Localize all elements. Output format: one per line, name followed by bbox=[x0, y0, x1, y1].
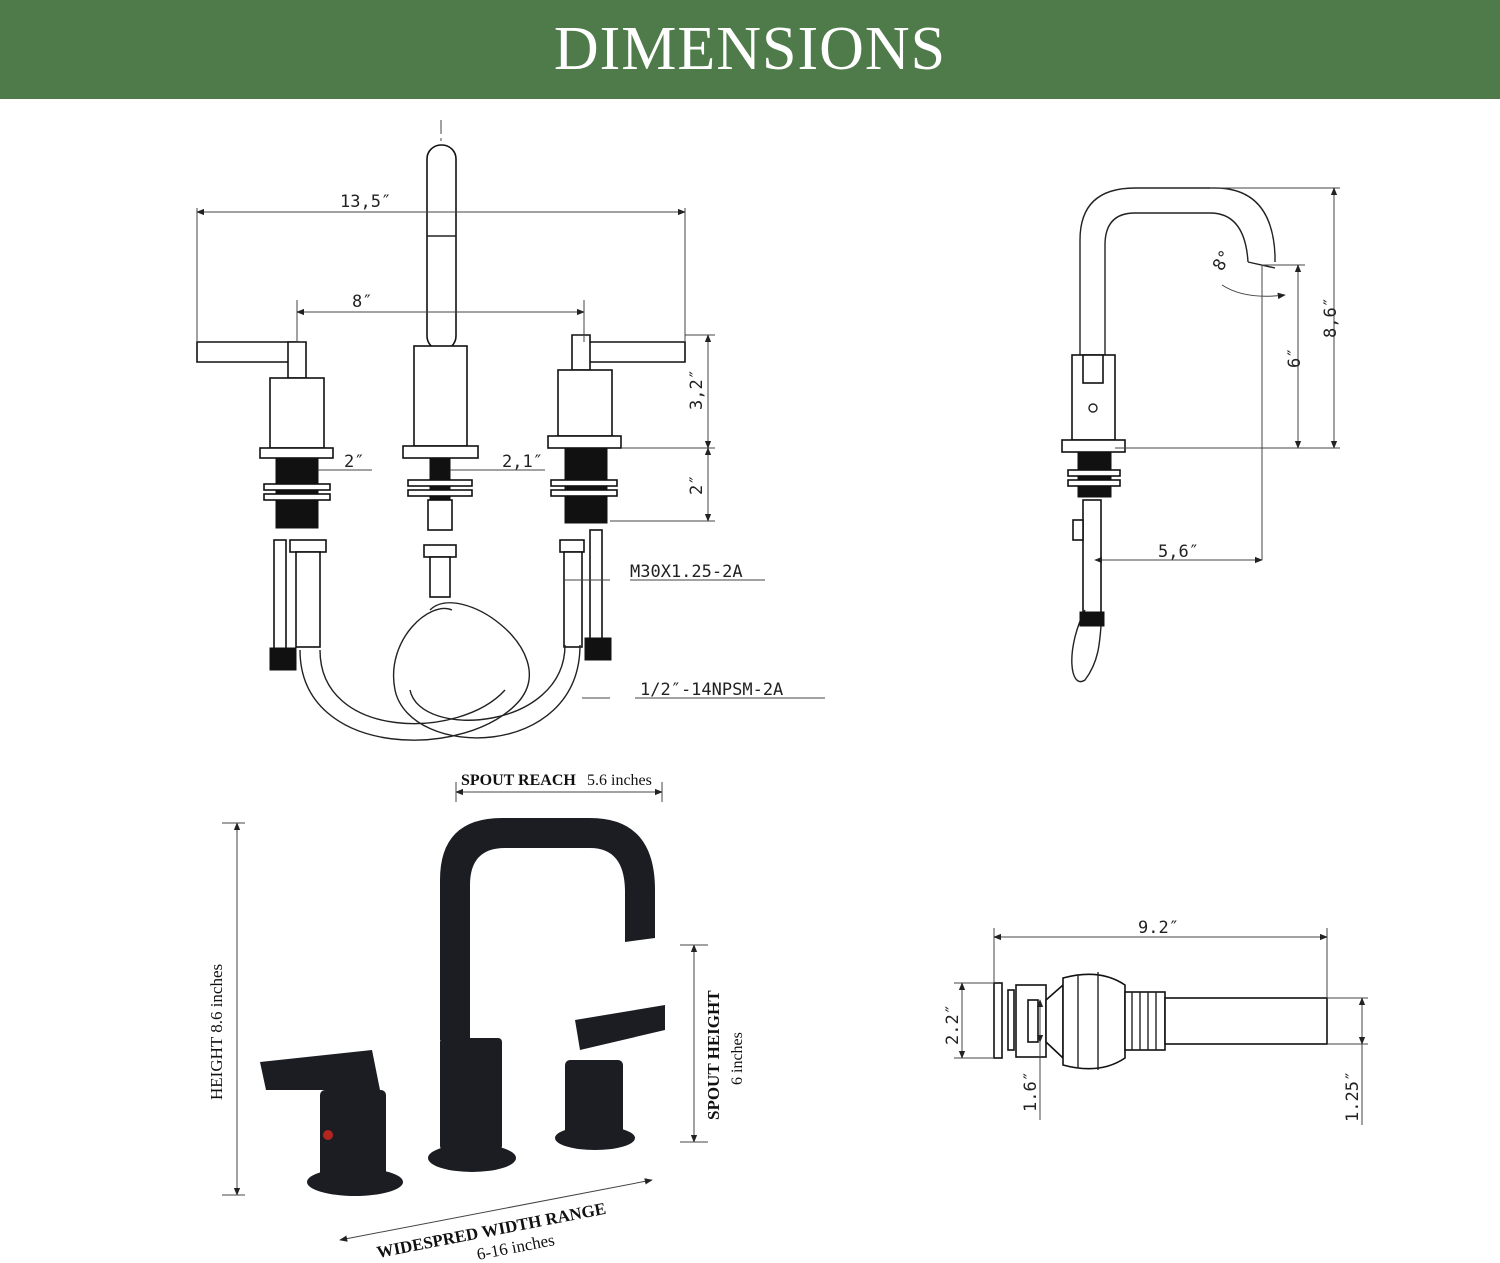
drain-thread-label: 1.25″ bbox=[1343, 1071, 1363, 1122]
side-view-drawing: 8,6″ 6″ 8° 5,6″ bbox=[1061, 187, 1341, 683]
handle-height-label: 3,2″ bbox=[687, 369, 707, 410]
spout-base-label: 2,1″ bbox=[502, 452, 543, 472]
handle-base-label: 2″ bbox=[344, 452, 364, 472]
center-spacing-label: 8″ bbox=[352, 292, 372, 312]
spout-reach-photo-label: SPOUT REACH bbox=[461, 772, 576, 789]
drain-length-label: 9.2″ bbox=[1138, 918, 1179, 938]
spout-reach-photo-value: 5.6 inches bbox=[587, 772, 652, 789]
drain-flange-label: 2.2″ bbox=[943, 1004, 963, 1045]
spout-height-photo-label: SPOUT HEIGHT bbox=[704, 990, 723, 1120]
spout-reach-label: 5,6″ bbox=[1158, 542, 1199, 562]
overall-width-label: 13,5″ bbox=[340, 192, 391, 212]
spout-angle-label: 8° bbox=[1209, 247, 1237, 275]
spout-height-photo-value: 6 inches bbox=[729, 1032, 746, 1085]
front-view-drawing: 13,5″ 8″ 3,2″ 2″ 2″ 2,1″ M30X1.25-2A 1/2… bbox=[196, 120, 825, 741]
faucet-photo: SPOUT REACH 5.6 inches HEIGHT 8.6 inches… bbox=[207, 772, 746, 1263]
total-height-label: 8,6″ bbox=[1321, 297, 1341, 338]
title-banner: DIMENSIONS bbox=[0, 0, 1500, 99]
spout-height-label: 6″ bbox=[1285, 348, 1305, 368]
drain-view-drawing: 9.2″ 2.2″ 1.6″ 1.25″ bbox=[943, 918, 1368, 1125]
height-photo-label: HEIGHT 8.6 inches bbox=[207, 964, 226, 1100]
page-title: DIMENSIONS bbox=[553, 15, 947, 83]
thread-spec-label: M30X1.25-2A bbox=[630, 562, 743, 582]
hose-spec-label: 1/2″-14NPSM-2A bbox=[640, 680, 783, 700]
drain-stopper-label: 1.6″ bbox=[1021, 1071, 1041, 1112]
shank-length-label: 2″ bbox=[687, 475, 707, 495]
